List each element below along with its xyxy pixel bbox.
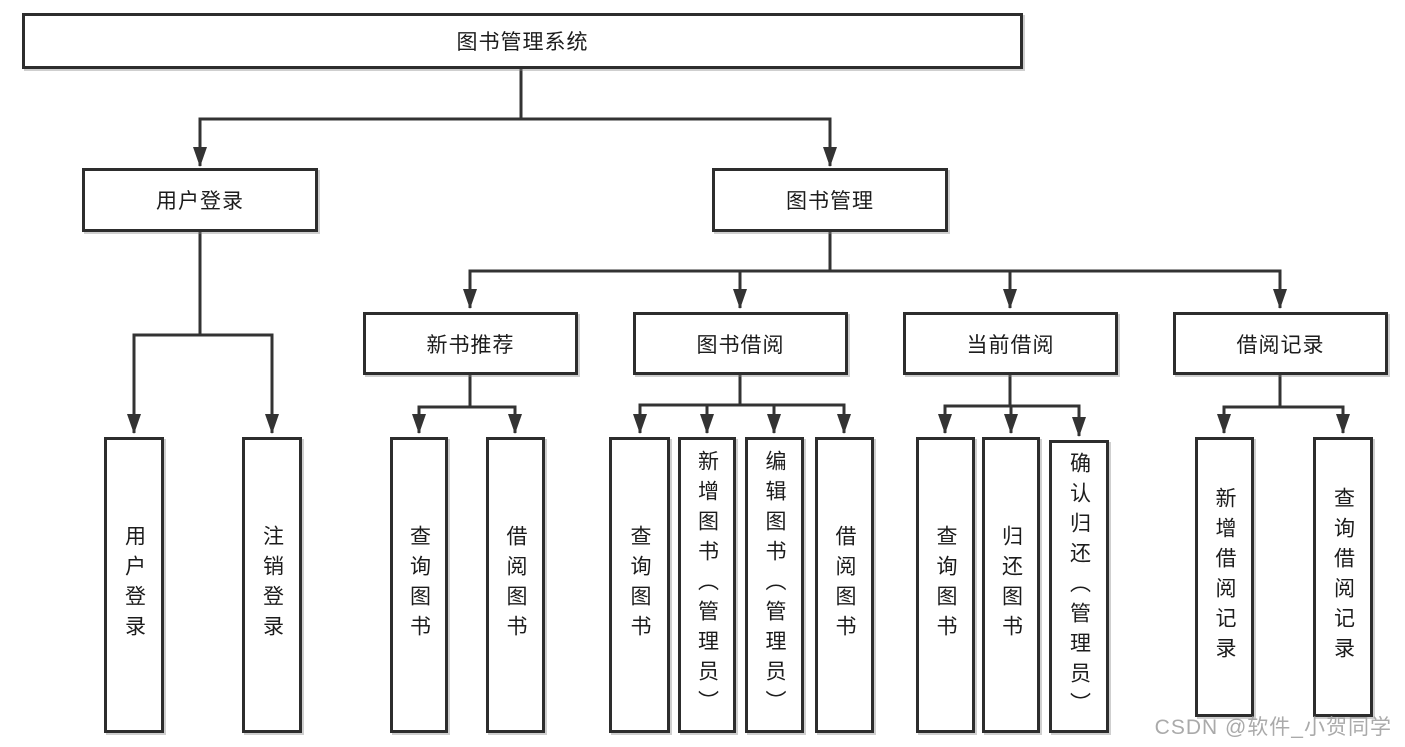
- leaf-cb-confirm-return: 确认归还（管理员）: [1049, 440, 1109, 733]
- leaf-br-query-record-label: 查询借阅记录: [1331, 487, 1355, 667]
- node-root: 图书管理系统: [22, 13, 1023, 69]
- leaf-bb-edit-books: 编辑图书（管理员）: [745, 437, 804, 733]
- node-book-management-branch-label: 图书管理: [786, 190, 874, 213]
- leaf-cb-query-books: 查询图书: [916, 437, 975, 733]
- connector-book-management-to-level3: [468, 232, 1282, 273]
- leaf-user-login-label: 用户登录: [122, 525, 146, 645]
- leaf-user-login: 用户登录: [104, 437, 164, 733]
- leaf-bb-borrow-books-label: 借阅图书: [833, 525, 856, 645]
- node-root-label: 图书管理系统: [456, 31, 589, 54]
- csdn-watermark: CSDN @软件_小贺同学: [1154, 716, 1392, 739]
- leaf-bb-borrow-books: 借阅图书: [815, 437, 874, 733]
- leaf-cb-return-books-label: 归还图书: [999, 525, 1023, 645]
- node-book-borrowing: 图书借阅: [633, 312, 848, 375]
- connector-user-login-to-leaves: [132, 232, 274, 337]
- leaf-bb-query-books: 查询图书: [609, 437, 670, 733]
- connector-current-borrowing-to-leaves: [943, 375, 1081, 408]
- leaf-cb-return-books: 归还图书: [982, 437, 1040, 733]
- leaf-bb-edit-books-label: 编辑图书（管理员）: [763, 450, 786, 720]
- connector-root-to-level2: [198, 69, 832, 121]
- node-borrowing-records: 借阅记录: [1173, 312, 1388, 375]
- node-borrowing-records-label: 借阅记录: [1236, 333, 1325, 357]
- leaf-logout-label: 注销登录: [260, 525, 284, 645]
- leaf-nbr-borrow-books: 借阅图书: [486, 437, 545, 733]
- leaf-nbr-borrow-books-label: 借阅图书: [504, 525, 527, 645]
- node-current-borrowing-label: 当前借阅: [966, 333, 1055, 357]
- node-book-borrowing-label: 图书借阅: [696, 333, 785, 357]
- connector-borrowing-records-to-leaves: [1222, 375, 1345, 409]
- node-user-login-branch: 用户登录: [82, 168, 318, 232]
- leaf-bb-add-books-label: 新增图书（管理员）: [695, 450, 719, 720]
- node-book-management-branch: 图书管理: [712, 168, 948, 232]
- leaf-cb-query-books-label: 查询图书: [934, 525, 957, 645]
- leaf-br-add-record-label: 新增借阅记录: [1213, 487, 1236, 667]
- node-new-book-recommend: 新书推荐: [363, 312, 578, 375]
- leaf-bb-query-books-label: 查询图书: [628, 525, 651, 645]
- node-current-borrowing: 当前借阅: [903, 312, 1118, 375]
- node-new-book-recommend-label: 新书推荐: [426, 333, 515, 357]
- leaf-bb-add-books: 新增图书（管理员）: [678, 437, 736, 733]
- leaf-nbr-query-books-label: 查询图书: [407, 525, 431, 645]
- connector-book-borrowing-to-leaves: [638, 375, 846, 407]
- leaf-logout: 注销登录: [242, 437, 302, 733]
- leaf-nbr-query-books: 查询图书: [390, 437, 448, 733]
- node-user-login-branch-label: 用户登录: [156, 190, 244, 213]
- leaf-br-query-record: 查询借阅记录: [1313, 437, 1373, 717]
- leaf-br-add-record: 新增借阅记录: [1195, 437, 1254, 717]
- connector-new-book-recommend-to-leaves: [417, 375, 517, 409]
- leaf-cb-confirm-return-label: 确认归还（管理员）: [1067, 451, 1091, 722]
